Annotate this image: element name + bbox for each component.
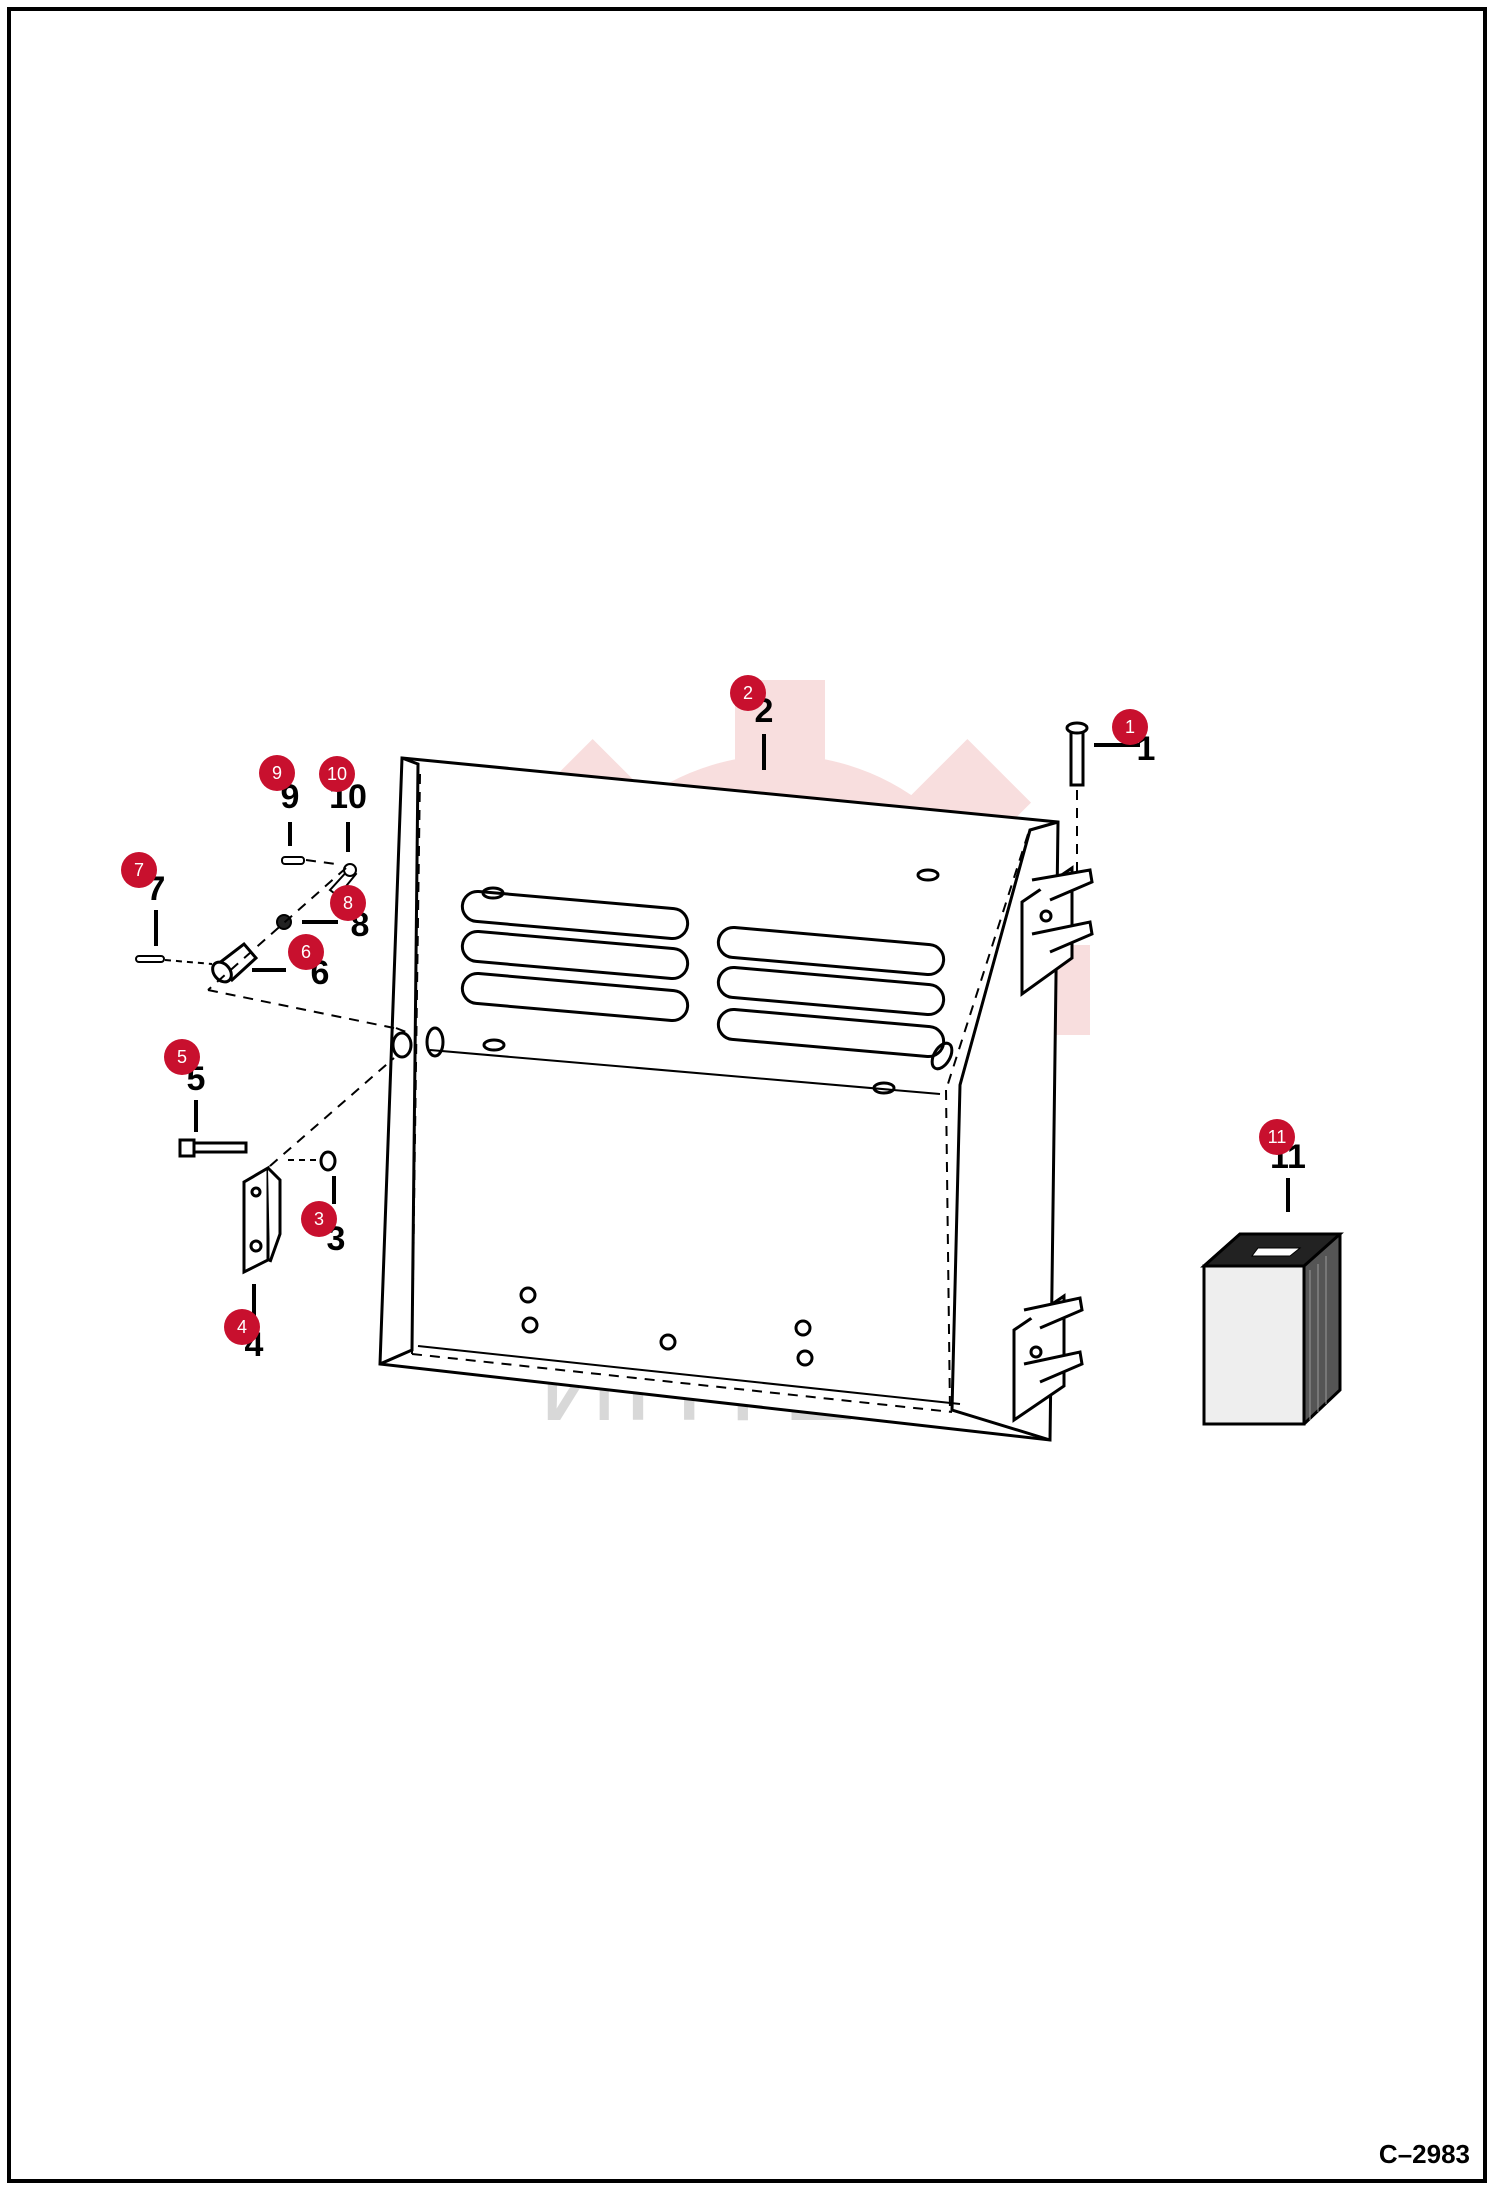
box-part-11 (1200, 1232, 1344, 1426)
svg-text:8: 8 (343, 893, 353, 913)
washer-part-8 (276, 914, 292, 930)
panel-part-2 (378, 756, 1060, 1442)
callout-4[interactable]: 4 (224, 1309, 260, 1345)
callout-3[interactable]: 3 (301, 1201, 337, 1237)
svg-text:11: 11 (1268, 1127, 1287, 1147)
svg-text:1: 1 (1125, 717, 1135, 737)
pin-part-6 (211, 941, 259, 984)
bolt-part-5 (178, 1138, 248, 1158)
callout-1[interactable]: 1 (1112, 709, 1148, 745)
callout-markers: 1 2 3 4 5 6 7 8 (121, 675, 1295, 1345)
callout-9[interactable]: 9 (259, 755, 295, 791)
assembly-lines (207, 859, 407, 1167)
callout-6[interactable]: 6 (288, 934, 324, 970)
hinge-part-4 (242, 1165, 282, 1275)
callout-2[interactable]: 2 (730, 675, 766, 711)
svg-text:4: 4 (237, 1317, 247, 1337)
callout-5[interactable]: 5 (164, 1039, 200, 1075)
lower-hinge-bracket (1012, 1293, 1084, 1423)
hinge-boss-left (391, 1031, 413, 1059)
callout-11[interactable]: 11 (1259, 1119, 1295, 1155)
leader-lines (154, 734, 1290, 1316)
drawing-code: C–2983 (1378, 2139, 1470, 2169)
pin-part-9 (281, 856, 305, 865)
upper-hinge-bracket (1020, 865, 1094, 997)
pin-part-7 (135, 955, 213, 965)
svg-text:7: 7 (134, 860, 144, 880)
svg-text:3: 3 (314, 1209, 324, 1229)
callout-8[interactable]: 8 (330, 885, 366, 921)
part-number-labels: 2 1 9 10 7 6 8 5 3 4 11 (147, 692, 1306, 1364)
svg-text:5: 5 (177, 1047, 187, 1067)
hinge-pin-part-1 (1065, 721, 1089, 876)
nut-part-3 (288, 1150, 337, 1172)
callout-7[interactable]: 7 (121, 852, 157, 888)
svg-text:9: 9 (272, 763, 282, 783)
callout-10[interactable]: 10 (319, 756, 355, 792)
svg-text:6: 6 (301, 942, 311, 962)
svg-text:2: 2 (743, 683, 753, 703)
svg-text:10: 10 (327, 764, 347, 784)
